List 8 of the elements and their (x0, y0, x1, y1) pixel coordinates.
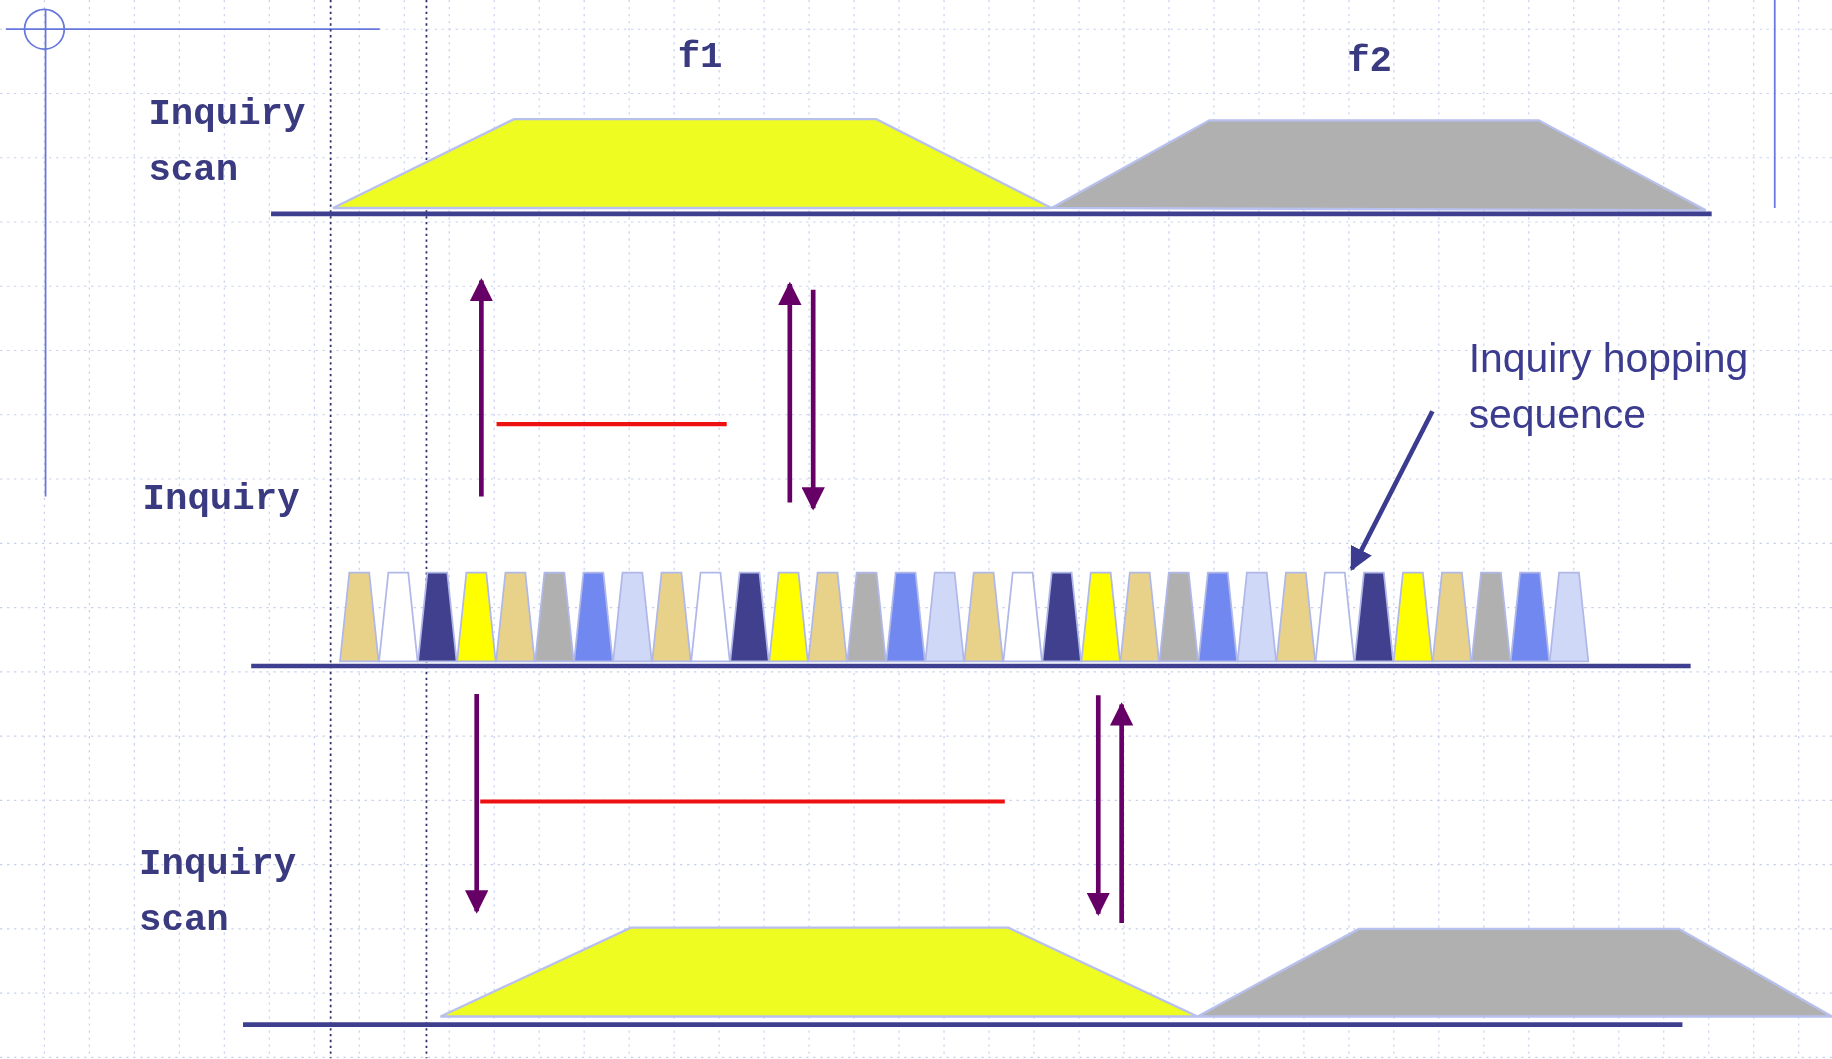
leader-arrow (1349, 410, 1435, 572)
row-label: Inquiry scan (139, 841, 298, 944)
row-label: f2 (1347, 38, 1393, 85)
hop-sequence-drawing (339, 571, 1590, 663)
row-label: Inquiry (142, 476, 301, 524)
row-label: Inquiry scan (148, 91, 307, 194)
callout-text: Inquiry hopping sequence (1468, 329, 1820, 442)
row-label: f1 (677, 34, 724, 81)
